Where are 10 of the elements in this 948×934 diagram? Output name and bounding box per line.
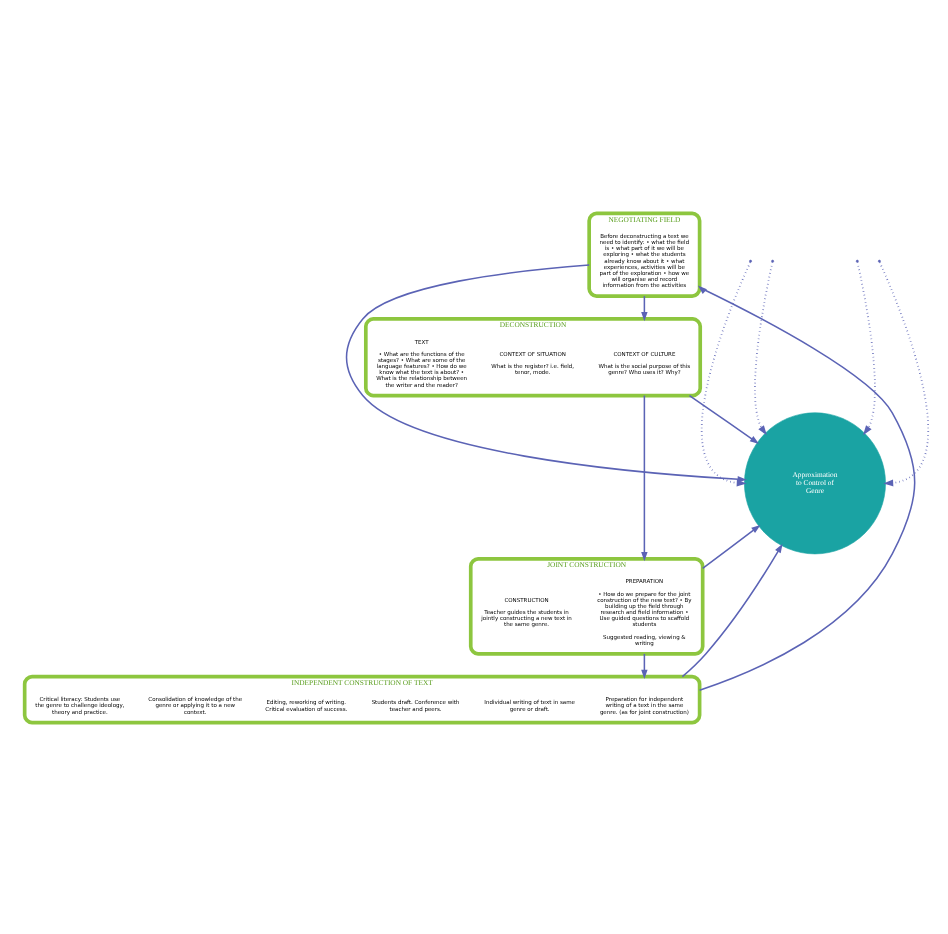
arrow [700,260,752,486]
arrow [701,523,761,569]
arrow [641,393,648,561]
arrow [345,263,747,486]
arrow [856,260,876,435]
arrow [697,284,916,690]
arrow [681,542,783,677]
arrow [878,260,930,486]
arrow [754,260,774,435]
arrow [688,393,760,443]
